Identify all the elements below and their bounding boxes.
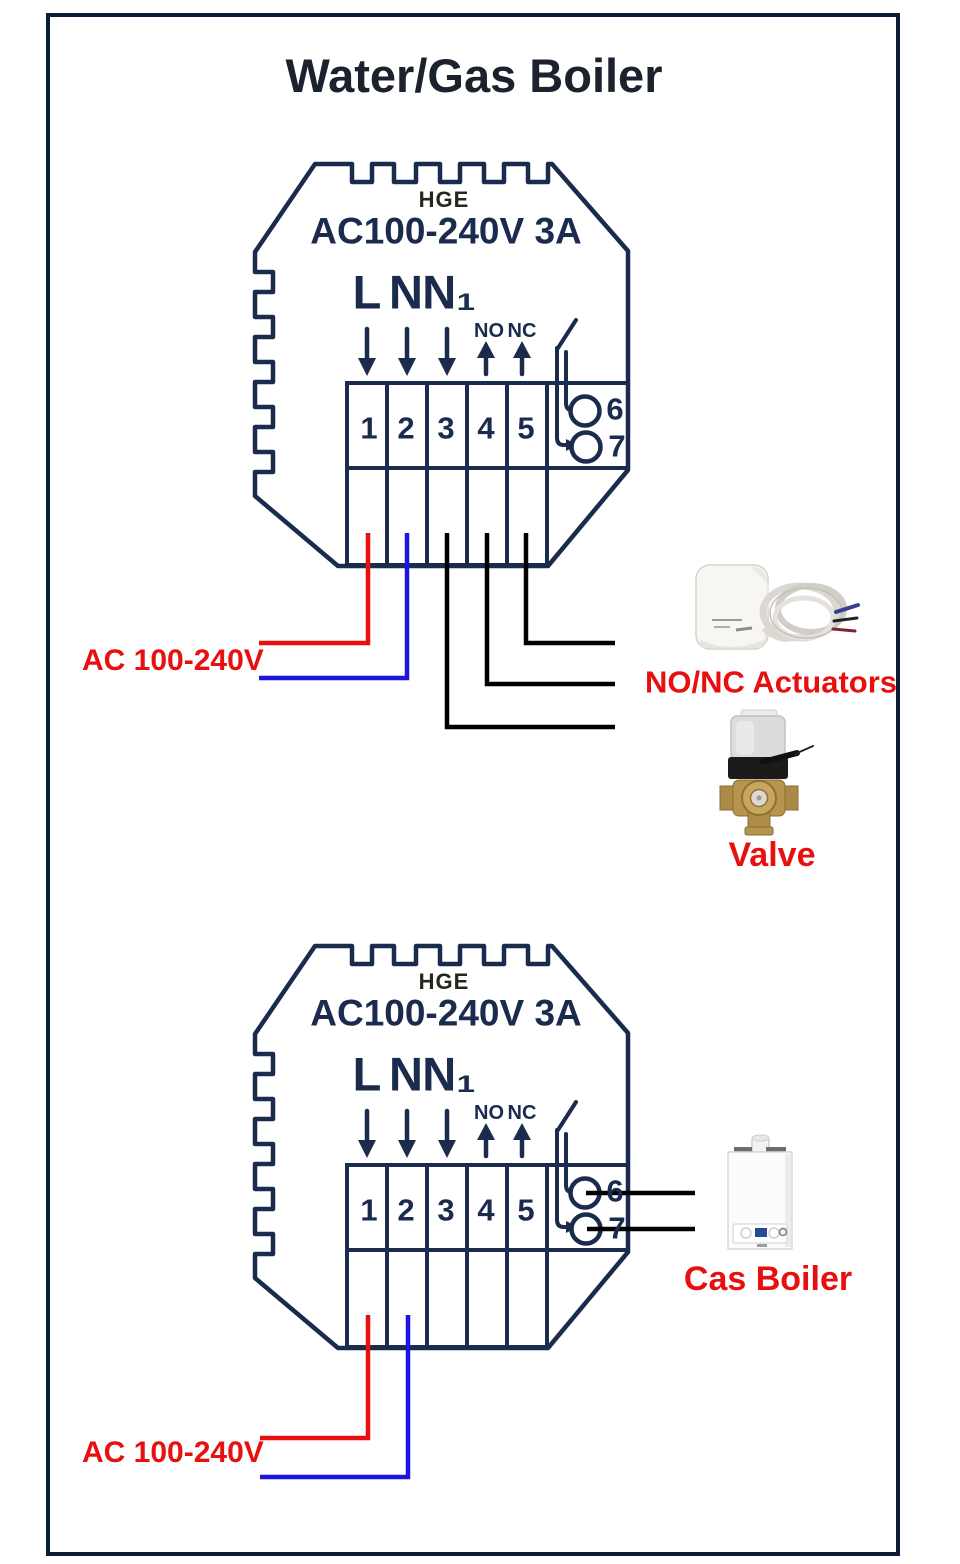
label-nc: NC xyxy=(507,1102,537,1124)
label-live: L xyxy=(352,265,382,319)
terminal-7: 7 xyxy=(608,1210,626,1246)
terminal-1: 1 xyxy=(360,410,378,446)
label-no: NO xyxy=(474,1102,504,1124)
terminal-2: 2 xyxy=(397,1192,415,1228)
valve-image xyxy=(719,709,814,836)
power-label-bottom: AC 100-240V xyxy=(82,1436,264,1469)
actuator-image xyxy=(695,564,860,650)
actuators-label: NO/NC Actuators xyxy=(644,664,898,700)
terminal-6: 6 xyxy=(606,1173,624,1209)
diagram-bottom-wires xyxy=(260,1190,695,1480)
wire-live-bottom xyxy=(260,1315,371,1441)
wire-terminal3-top xyxy=(444,533,615,730)
label-n1: N₁ xyxy=(422,1047,476,1101)
terminal-5: 5 xyxy=(517,410,535,446)
terminal-5: 5 xyxy=(517,1192,535,1228)
boiler-image xyxy=(727,1134,793,1250)
terminal-4: 4 xyxy=(477,410,495,446)
label-nc: NC xyxy=(507,320,537,342)
label-live: L xyxy=(352,1047,382,1101)
terminal-7: 7 xyxy=(608,428,626,464)
wire-terminal5-top xyxy=(523,533,615,646)
power-label-top: AC 100-240V xyxy=(82,644,264,677)
page-title: Water/Gas Boiler xyxy=(285,49,663,102)
terminal-2: 2 xyxy=(397,410,415,446)
device-brand: HGE xyxy=(418,187,470,212)
terminal-1: 1 xyxy=(360,1192,378,1228)
label-neutral: N xyxy=(389,1047,423,1101)
wire-neutral-top xyxy=(259,533,410,681)
device-rating: AC100-240V 3A xyxy=(310,210,582,252)
valve-label: Valve xyxy=(728,836,816,874)
boiler-label: Cas Boiler xyxy=(683,1260,853,1298)
page-border-frame xyxy=(46,13,900,1556)
diagram-top-wires xyxy=(259,533,615,730)
label-n1: N₁ xyxy=(422,265,476,319)
label-neutral: N xyxy=(389,265,423,319)
terminal-3: 3 xyxy=(437,410,455,446)
label-no: NO xyxy=(474,320,504,342)
terminal-6: 6 xyxy=(606,391,624,427)
wire-terminal4-top xyxy=(484,533,615,687)
device-rating: AC100-240V 3A xyxy=(310,992,582,1034)
wire-neutral-bottom xyxy=(260,1315,411,1480)
terminal-3: 3 xyxy=(437,1192,455,1228)
terminal-4: 4 xyxy=(477,1192,495,1228)
wire-live-top xyxy=(259,533,371,646)
device-brand: HGE xyxy=(418,969,470,994)
